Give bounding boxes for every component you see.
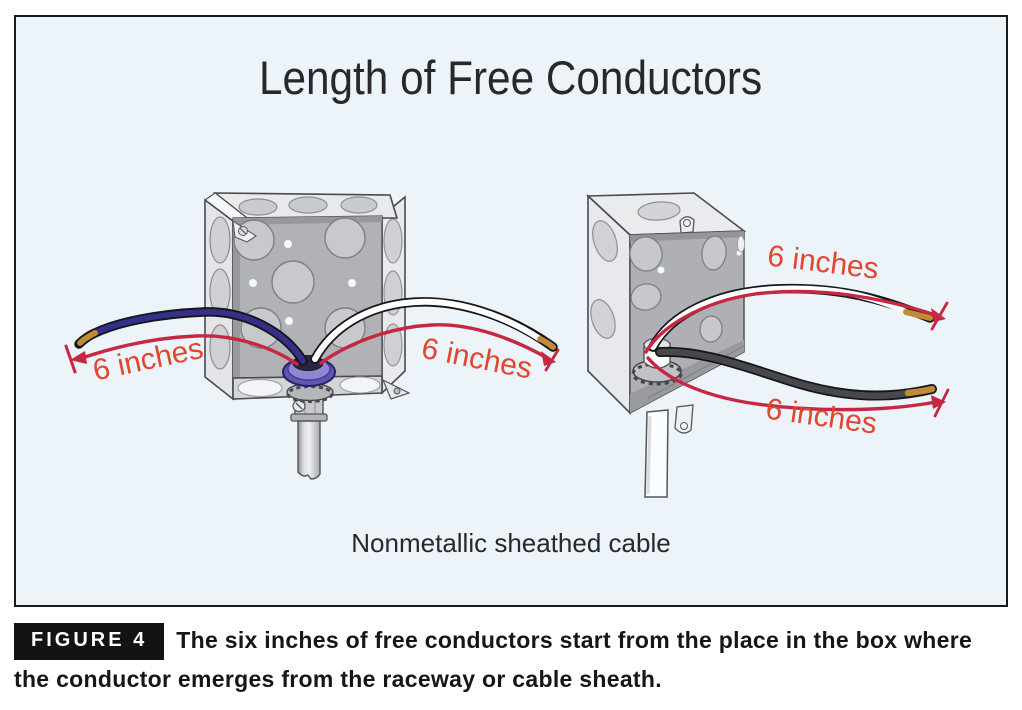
figure-caption-text: The six inches of free conductors start … [14,627,973,692]
diagram-title-text: Length of Free Conductors [259,51,763,104]
figure-number-badge: FIGURE 4 [14,623,165,660]
cable-type-label: Nonmetallic sheathed cable [351,528,671,558]
diagram-title: Length of Free Conductors [14,50,1008,105]
